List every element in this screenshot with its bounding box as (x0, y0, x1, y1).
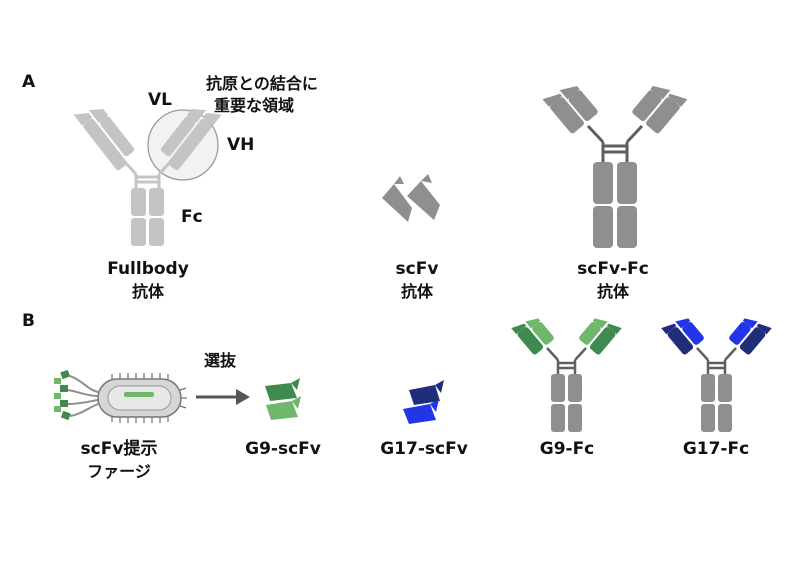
fullbody-label-line2: 抗体 (131, 282, 165, 301)
selection-arrow (196, 389, 250, 405)
binding-region-label-line2: 重要な領域 (214, 96, 295, 115)
phage-label-line1: scFv提示 (80, 439, 158, 459)
g9-fc-antibody (511, 318, 622, 432)
g17-scfv-label: G17-scFv (380, 439, 468, 459)
selection-label: 選抜 (204, 351, 237, 370)
scfv-fc-label-line1: scFv-Fc (577, 259, 649, 279)
g9-scfv-label: G9-scFv (245, 439, 321, 459)
g17-scfv-fragment (403, 380, 444, 424)
g17-fc-antibody (661, 318, 772, 432)
panel-label-b: B (22, 311, 35, 331)
scfv-label-line2: 抗体 (400, 282, 434, 301)
scfv-fragment (382, 174, 440, 222)
panel-label-a: A (22, 72, 36, 92)
fc-label: Fc (181, 207, 203, 227)
scfv-label-line1: scFv (395, 259, 439, 279)
vh-label: VH (227, 135, 255, 155)
scfv-fc-antibody (542, 85, 688, 248)
scfv-display-phage (54, 369, 187, 423)
g17-fc-label: G17-Fc (682, 439, 750, 459)
vl-label: VL (148, 90, 172, 110)
g9-fc-label: G9-Fc (539, 439, 595, 459)
scfv-fc-label-line2: 抗体 (596, 282, 630, 301)
fullbody-label-line1: Fullbody (107, 259, 189, 279)
binding-region-label-line1: 抗原との結合に (206, 74, 318, 93)
phage-label-line2: ファージ (87, 462, 151, 481)
fullbody-antibody (73, 109, 222, 246)
g9-scfv-fragment (265, 378, 301, 420)
